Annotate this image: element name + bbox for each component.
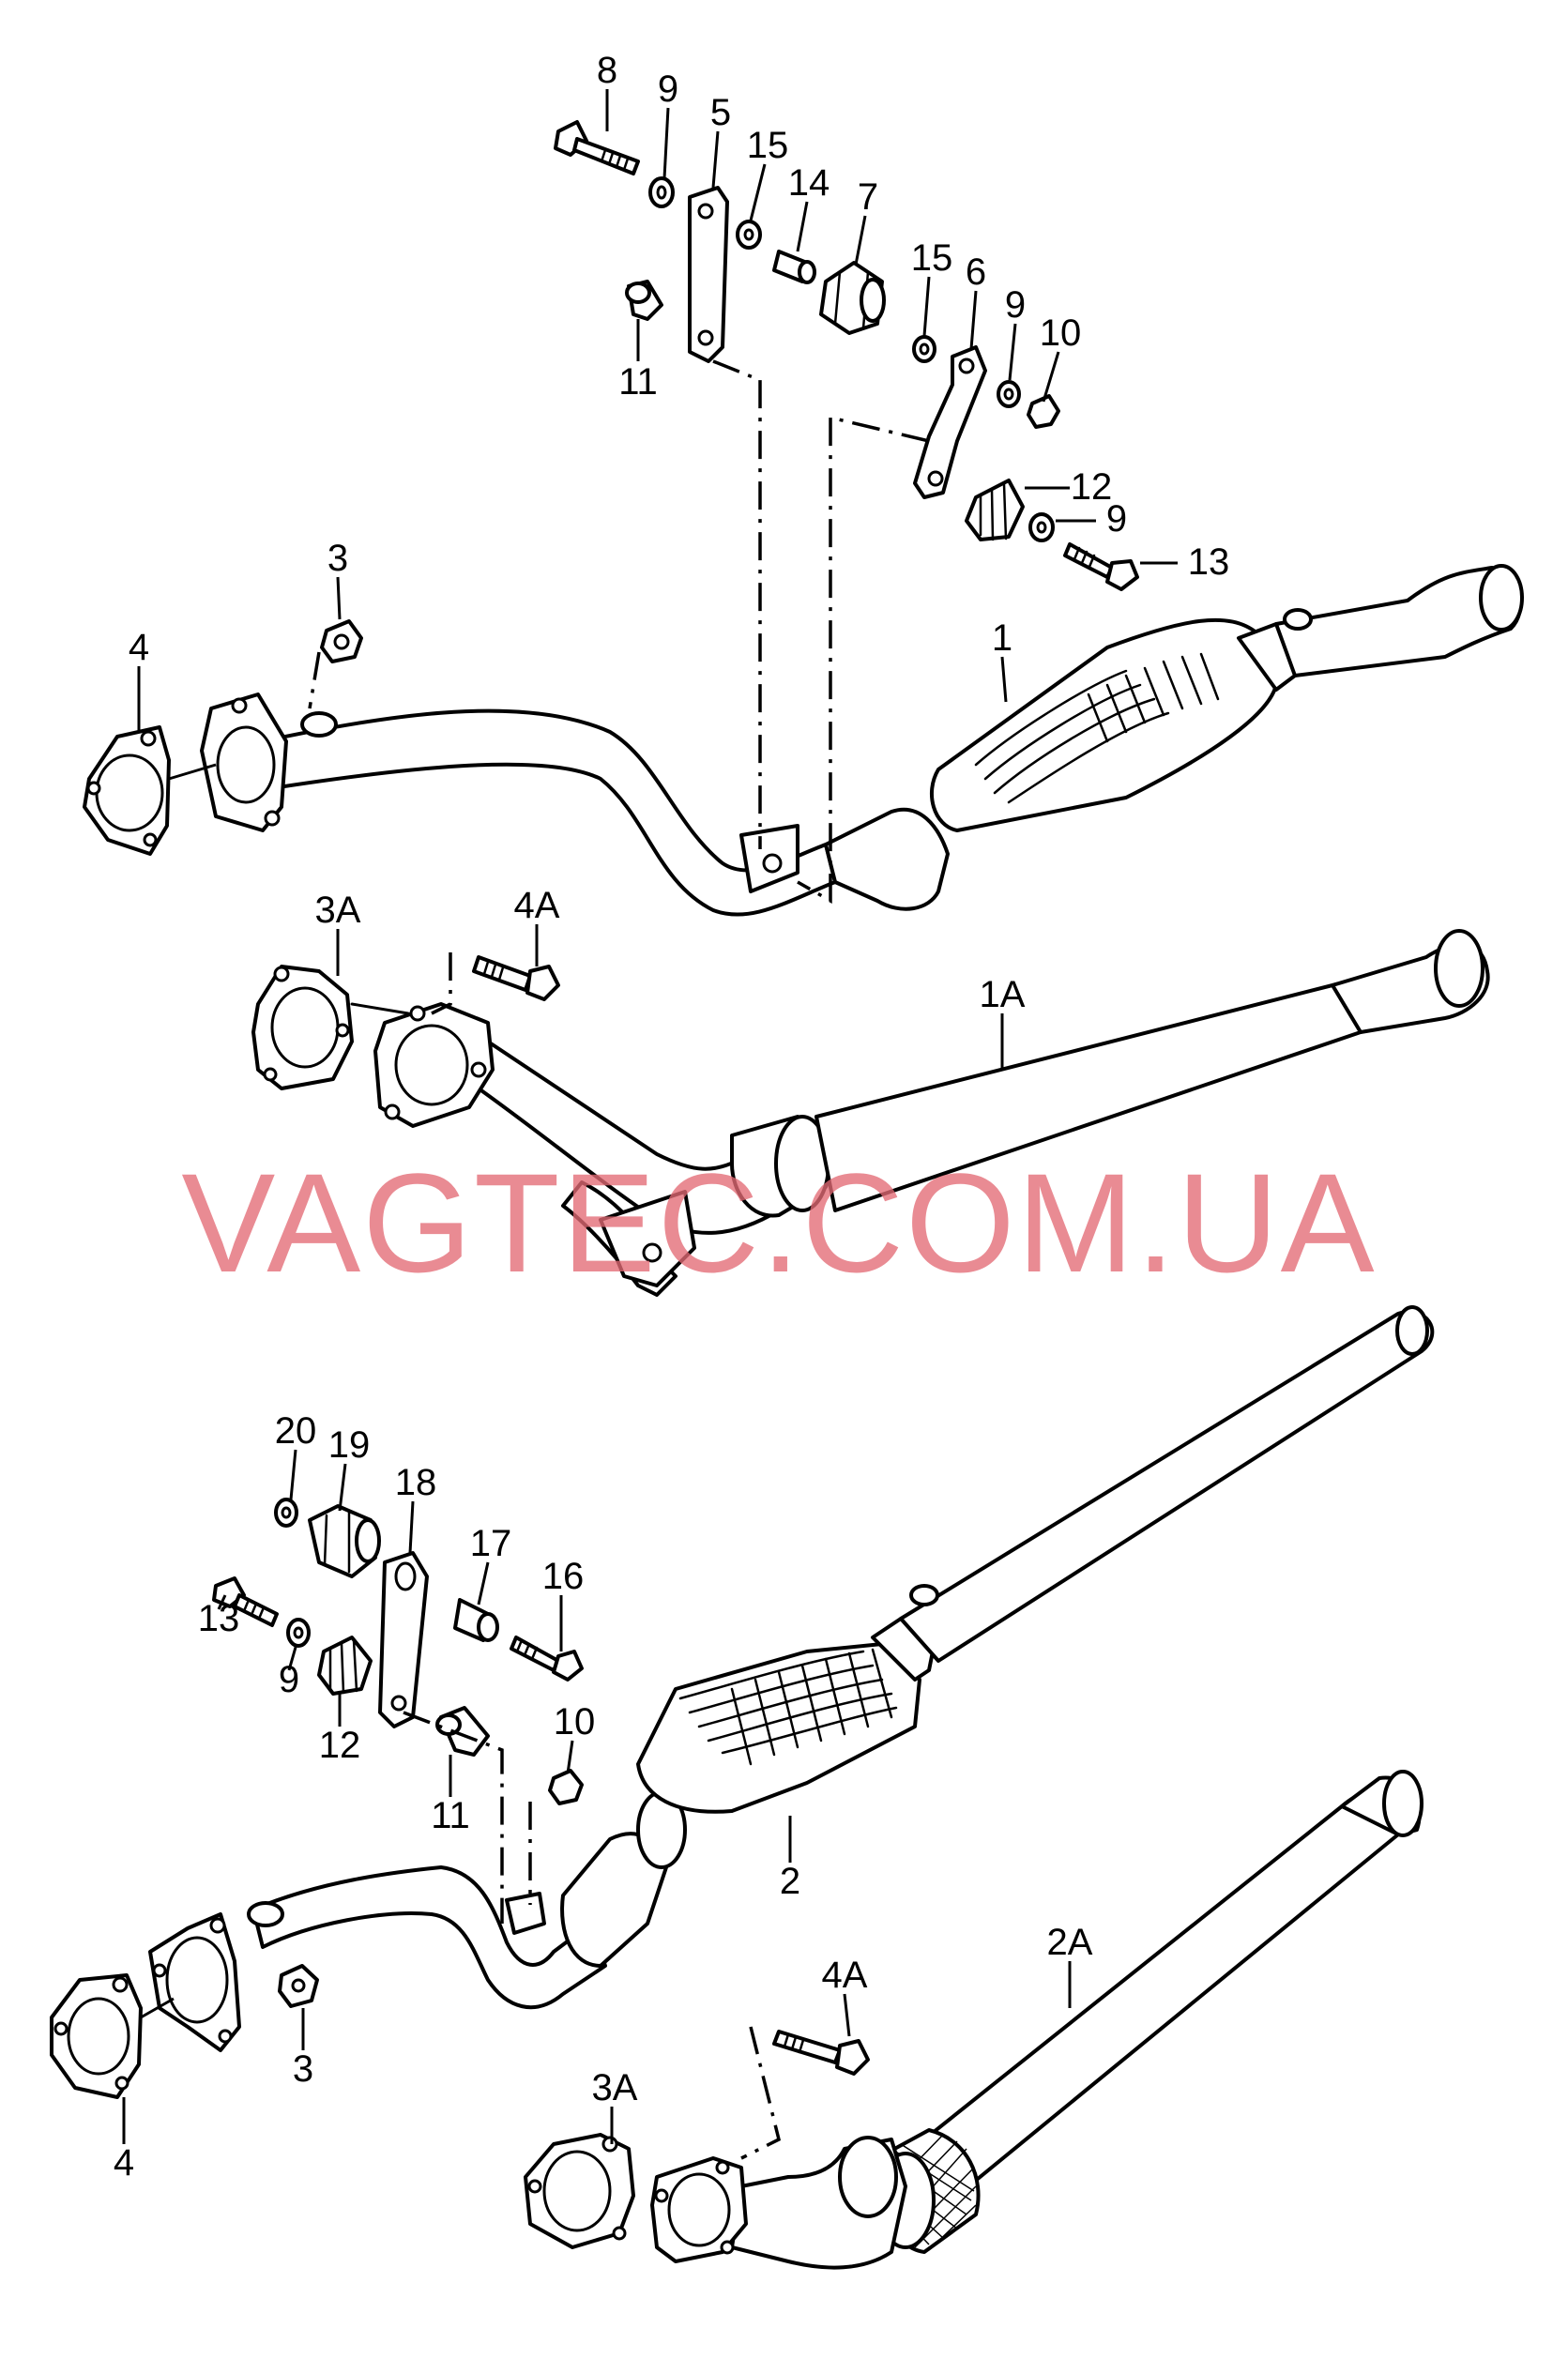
label-10-top: 10	[1040, 312, 1082, 354]
bolt-16	[510, 1636, 584, 1682]
label-6: 6	[966, 251, 986, 293]
label-20: 20	[275, 1410, 317, 1452]
front-pipe-with-catalytic-converter-1	[200, 564, 1524, 917]
label-17: 17	[470, 1523, 512, 1564]
label-4a-top: 4A	[514, 885, 560, 926]
label-15-a: 15	[747, 125, 789, 166]
bushing-11-bottom	[435, 1706, 490, 1757]
bolt-13-top	[1063, 542, 1139, 591]
rubber-mount-7	[819, 261, 886, 335]
bushing-11-top	[625, 280, 663, 321]
spring-12-bottom	[317, 1636, 373, 1696]
bolt-8	[554, 120, 640, 175]
label-9-a: 9	[658, 68, 678, 110]
label-1: 1	[992, 617, 1012, 659]
front-pipe-with-converter-2a	[650, 1770, 1423, 2270]
label-3a-top: 3A	[315, 890, 361, 931]
nut-3-bottom	[278, 1964, 319, 2008]
gasket-3a-bottom	[524, 2133, 635, 2249]
label-1a: 1A	[980, 974, 1026, 1015]
label-4-top: 4	[129, 627, 149, 668]
label-19: 19	[328, 1424, 371, 1466]
label-3-top: 3	[327, 538, 348, 579]
label-10-bottom: 10	[554, 1701, 596, 1743]
washer-9-c	[1028, 512, 1055, 542]
washer-9-d	[286, 1618, 311, 1648]
front-pipe-with-catalytic-converter-2	[148, 1305, 1435, 2052]
label-3a-bottom: 3A	[592, 2067, 638, 2108]
label-18: 18	[395, 1462, 437, 1503]
label-4-bottom: 4	[114, 2142, 134, 2184]
washer-15-b	[912, 335, 936, 363]
label-13-top: 13	[1188, 541, 1230, 583]
label-15-b: 15	[911, 237, 953, 279]
bracket-18	[378, 1551, 429, 1728]
sleeve-14	[772, 250, 816, 284]
bolt-4a-top	[472, 955, 560, 1001]
rubber-mount-19	[308, 1504, 381, 1578]
label-13-bottom: 13	[198, 1598, 240, 1639]
nut-3-top	[320, 619, 363, 663]
washer-9-a	[648, 176, 675, 208]
watermark: VAGTEC.COM.UA	[181, 1144, 1376, 1301]
washer-20	[274, 1498, 298, 1528]
washer-9-b	[997, 380, 1021, 408]
label-4a-bottom: 4A	[822, 1955, 868, 1996]
label-7: 7	[858, 176, 878, 218]
label-9-b: 9	[1005, 284, 1026, 326]
sleeve-17	[453, 1598, 499, 1642]
label-11-top: 11	[618, 361, 658, 403]
label-8: 8	[597, 50, 617, 91]
bolt-13-bottom	[212, 1576, 279, 1627]
bracket-6	[913, 345, 987, 499]
bolt-4a-bottom	[772, 2030, 870, 2076]
washer-15-a	[736, 220, 762, 250]
leader-lines	[122, 89, 1178, 2144]
bracket-5	[688, 186, 729, 363]
label-12-top: 12	[1071, 466, 1113, 508]
converter-ribs-bottom	[678, 1648, 898, 1766]
label-12-bottom: 12	[319, 1725, 361, 1766]
label-16: 16	[542, 1556, 585, 1597]
label-2a: 2A	[1047, 1922, 1093, 1963]
label-2: 2	[780, 1861, 800, 1902]
nut-10-top	[1027, 394, 1060, 429]
gasket-4-top	[83, 725, 171, 856]
converter-ribs	[974, 652, 1220, 804]
gasket-3a-top	[251, 965, 354, 1090]
label-14: 14	[788, 162, 830, 204]
front-pipe-with-converter-1a	[373, 929, 1490, 1297]
label-11-bottom: 11	[431, 1795, 470, 1836]
label-5: 5	[710, 92, 731, 133]
label-3-bottom: 3	[293, 2048, 313, 2090]
gasket-4-bottom	[50, 1973, 143, 2099]
label-9-c: 9	[1106, 498, 1127, 540]
nut-10-bottom	[548, 1769, 584, 1805]
part-labels: 8 9 5 15 14 7 15 6 9 10 11 12 9 13 3 4 1…	[114, 50, 1229, 2184]
label-9-d: 9	[279, 1659, 299, 1700]
spring-12-top	[965, 479, 1025, 541]
